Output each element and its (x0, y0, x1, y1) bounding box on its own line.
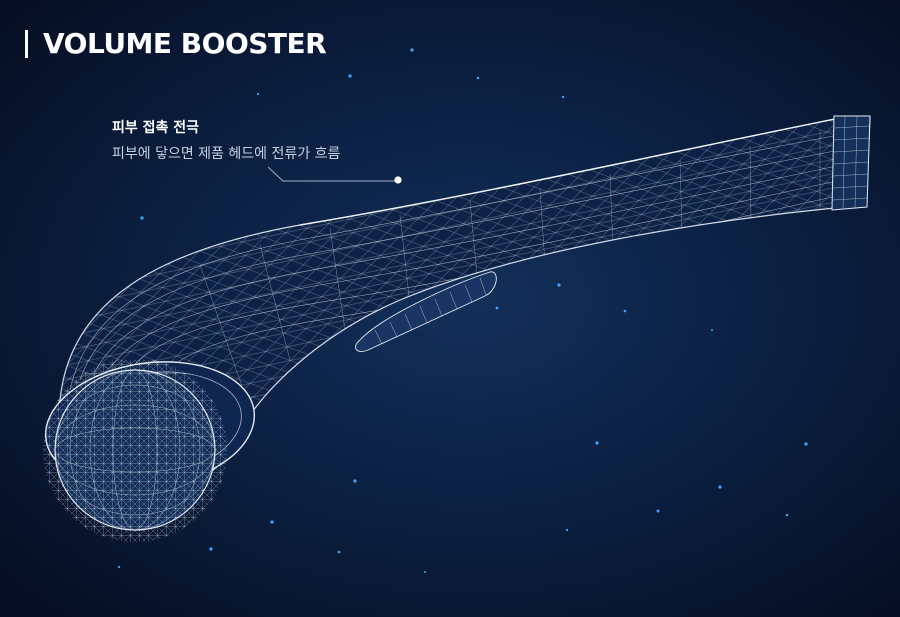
star (209, 547, 213, 551)
star (353, 479, 357, 483)
callout-title: 피부 접촉 전극 (112, 120, 200, 136)
device-body (43, 115, 871, 542)
star (117, 565, 121, 569)
page-title: VOLUME BOOSTER (43, 27, 327, 60)
star (561, 95, 565, 99)
star (410, 48, 414, 52)
star (270, 520, 274, 524)
star (718, 485, 722, 489)
callout-leader (267, 166, 402, 184)
star (623, 309, 627, 313)
star (140, 216, 144, 220)
star (495, 306, 499, 310)
star (557, 283, 561, 287)
star (348, 74, 352, 78)
star (711, 329, 713, 331)
star (804, 442, 808, 446)
star (424, 571, 426, 573)
electrode-pill (355, 271, 497, 352)
star (595, 441, 599, 445)
star (656, 509, 660, 513)
star (256, 92, 260, 96)
callout-point (394, 176, 402, 184)
head-dome (43, 360, 227, 542)
star (565, 528, 569, 532)
star-field (117, 48, 808, 573)
callout-description: 피부에 닿으면 제품 헤드에 전류가 흐름 (112, 146, 341, 162)
star (337, 550, 341, 554)
star (785, 513, 789, 517)
title-accent-bar (25, 30, 28, 58)
end-cap (831, 115, 871, 211)
star (476, 76, 480, 80)
